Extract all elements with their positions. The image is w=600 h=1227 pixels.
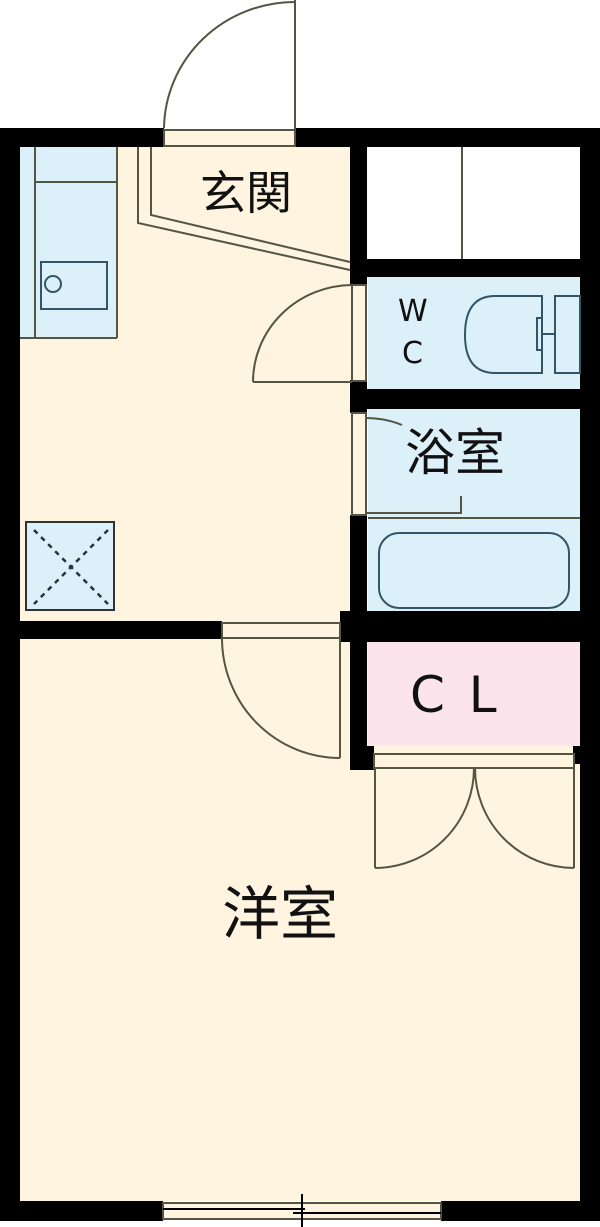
storage-area (365, 147, 580, 259)
closet-door-right-swing-icon (474, 767, 575, 869)
closet-label: C L (410, 666, 501, 724)
wall-top-left (0, 128, 164, 147)
closet-room (368, 642, 580, 746)
wall-closet-bottom (350, 746, 374, 770)
genkan-label: 玄関 (200, 166, 292, 220)
bathroom (368, 409, 580, 611)
sink-icon (40, 261, 108, 310)
entrance-door-swing-icon (163, 1, 296, 129)
wall-bottom-left (0, 1201, 163, 1221)
wall-top-right (295, 128, 600, 147)
entrance-threshold (163, 129, 296, 147)
closet-door-left-swing-icon (374, 767, 475, 869)
wc-label-w: W (398, 294, 428, 329)
kitchen-counter (20, 147, 118, 337)
wall-closet-bottom-right (573, 746, 600, 764)
wc-door-swing-icon (252, 284, 353, 383)
bathtub-icon (378, 532, 570, 609)
wall-storage-bottom (350, 259, 600, 277)
western-room-label: 洋室 (222, 880, 339, 948)
wall-left (0, 128, 20, 1220)
faucet-icon (44, 275, 62, 293)
wc-label-c: C (402, 336, 423, 371)
wall-kitchen-bottom (0, 621, 222, 639)
wall-wc-bottom (350, 389, 600, 409)
wall-bath-bottom (340, 611, 600, 642)
wall-center-lower (350, 515, 367, 770)
toilet-tank-icon (554, 295, 581, 374)
wall-center-upper (350, 128, 367, 285)
room-door-swing-icon (221, 637, 341, 759)
wall-bottom-right (441, 1201, 600, 1221)
bath-label: 浴室 (405, 424, 505, 482)
toilet-icon (463, 295, 543, 374)
